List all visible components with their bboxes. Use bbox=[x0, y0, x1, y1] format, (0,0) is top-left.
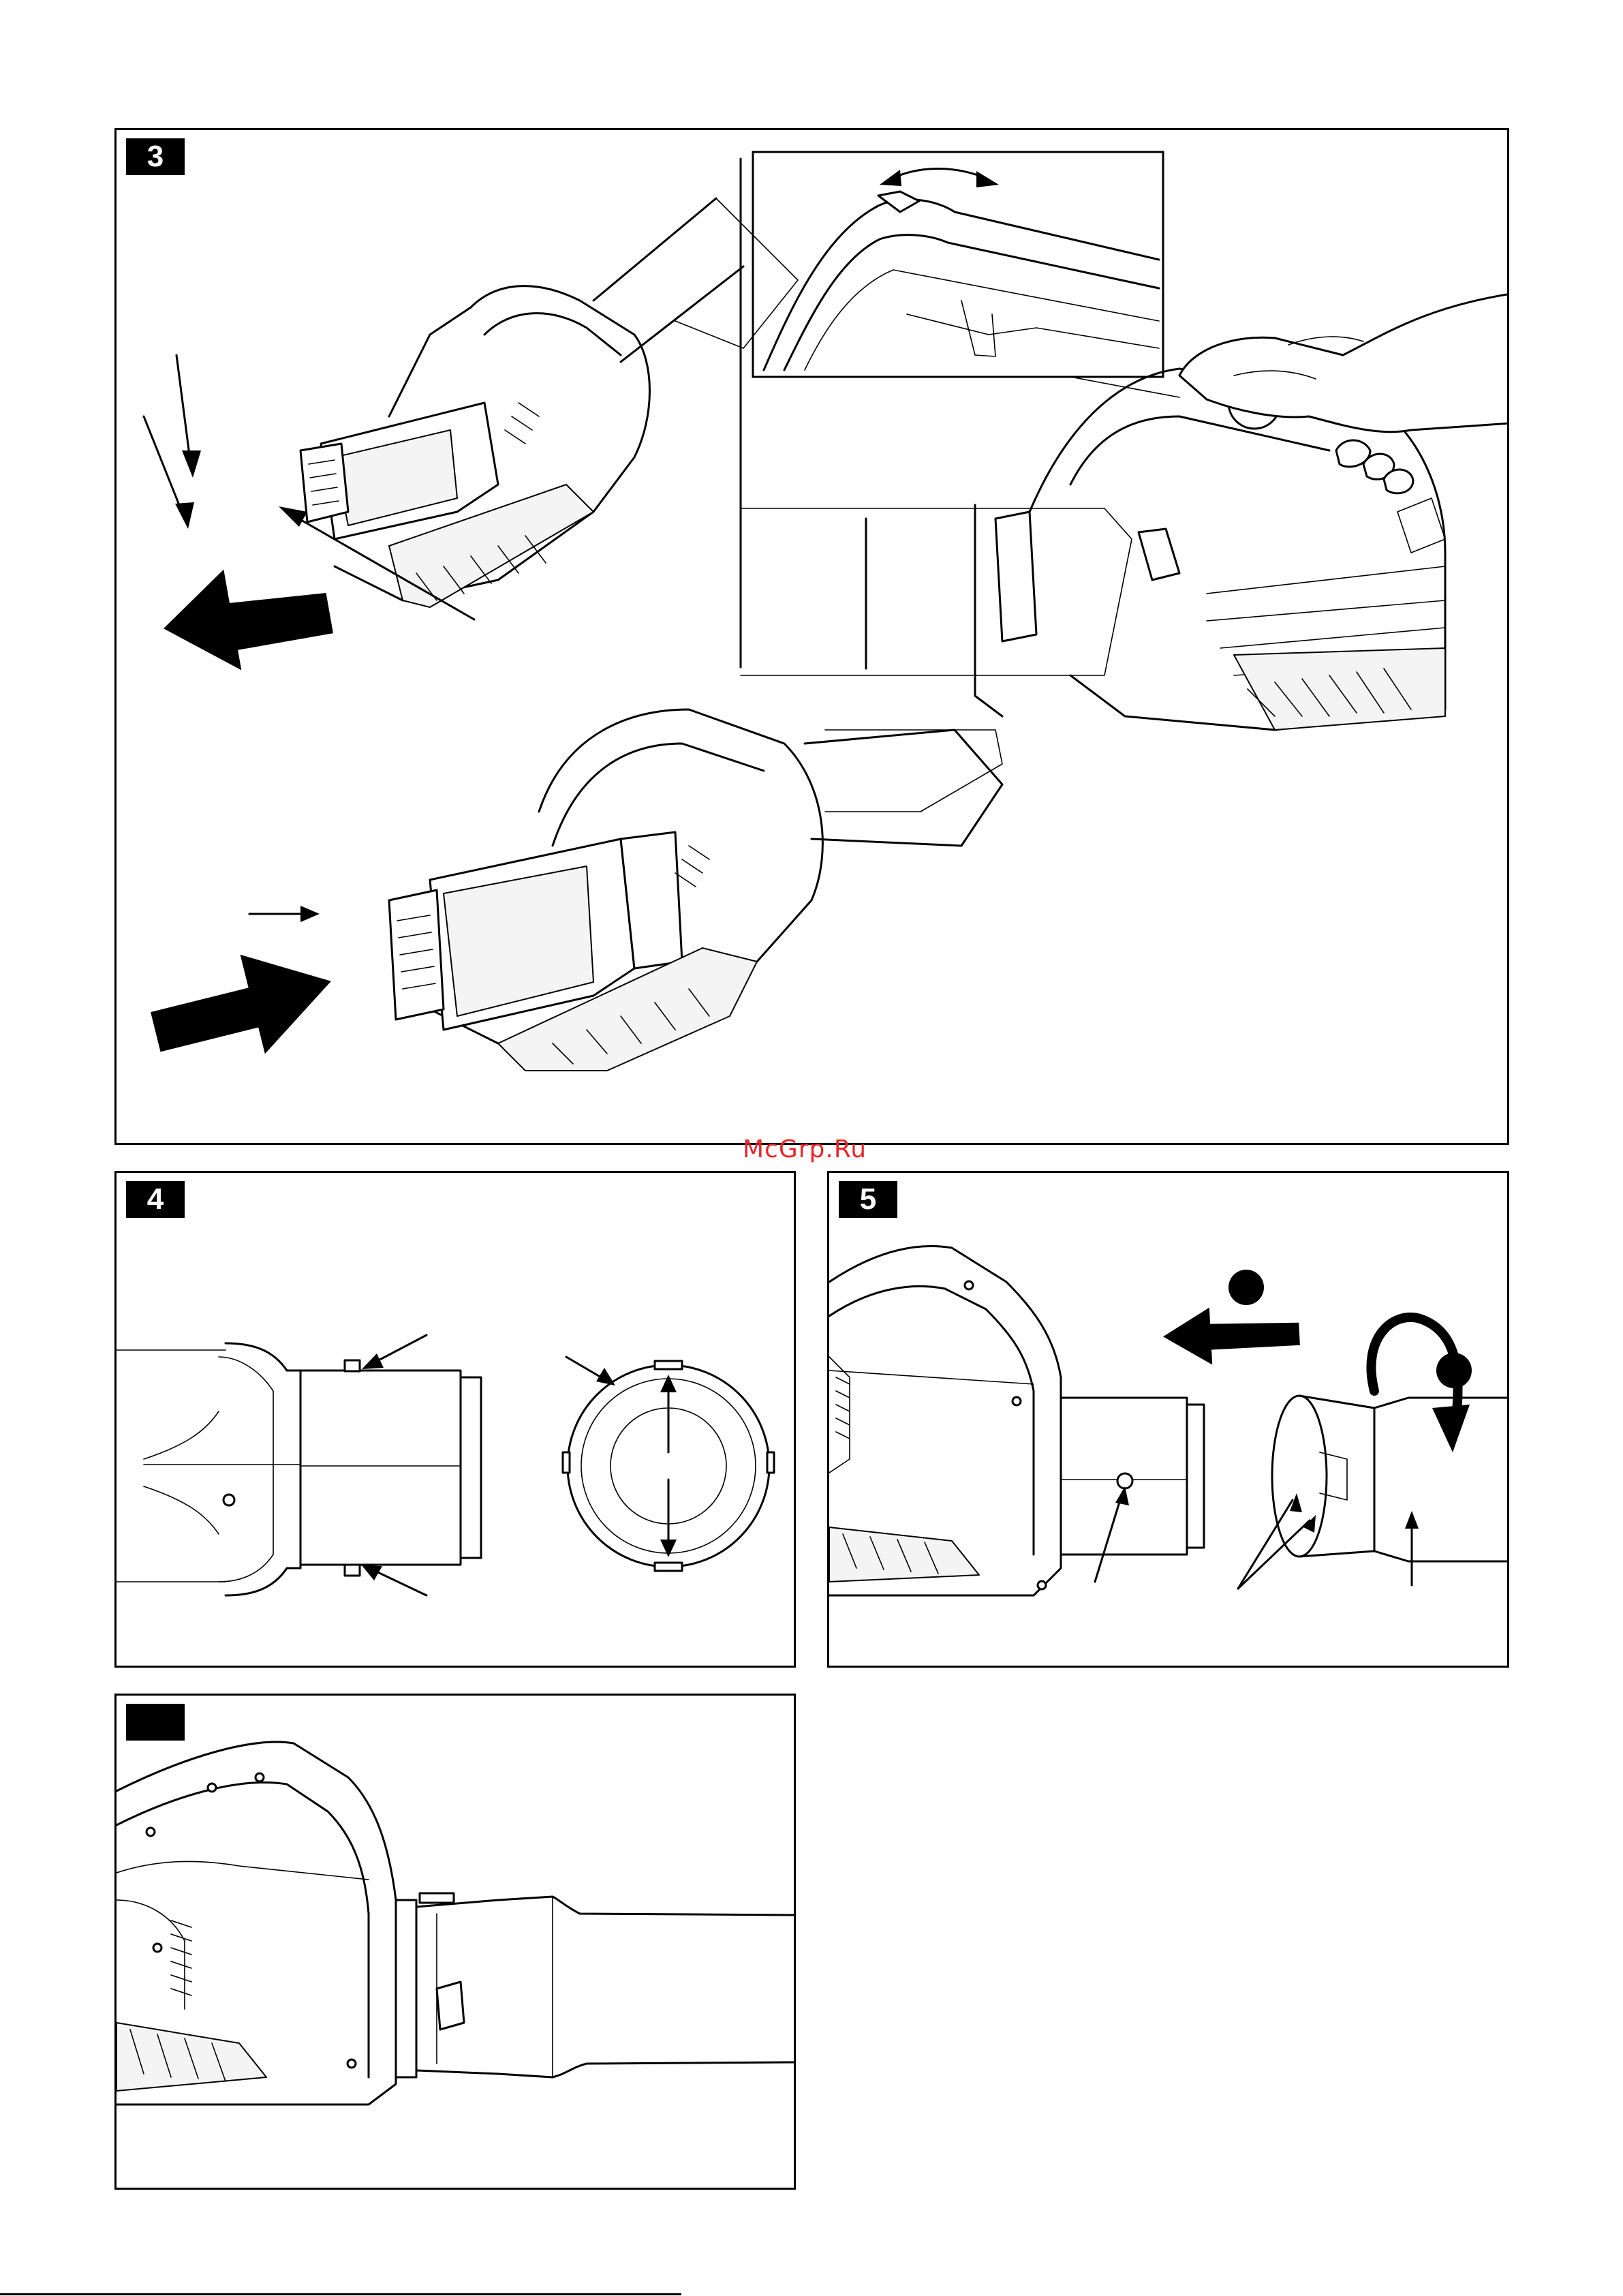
blower-tube-icon bbox=[1272, 1396, 1509, 1561]
outlet-front-view bbox=[563, 1357, 774, 1571]
figure-5-panel: 5 bbox=[827, 1171, 1509, 1668]
alignment-mark bbox=[1117, 1473, 1132, 1488]
blower-battery-insertion-illustration bbox=[142, 709, 1002, 1078]
blower-assembled-illustration bbox=[117, 1742, 796, 2104]
figure-3-panel: 3 bbox=[114, 128, 1509, 1145]
figure-4-panel: 4 bbox=[114, 1171, 796, 1668]
blower-body-icon bbox=[829, 1246, 1061, 1595]
figure-6-panel bbox=[114, 1694, 796, 2190]
rotate-arrow-icon bbox=[1371, 1317, 1470, 1452]
handle-detail-inset bbox=[753, 152, 1163, 377]
watermark: McGrp.Ru bbox=[743, 1135, 867, 1163]
arrow-icon bbox=[155, 553, 337, 682]
blower-outlet-side-view bbox=[117, 1335, 481, 1595]
figure-4-illustration bbox=[117, 1173, 796, 1668]
arrow-icon bbox=[142, 935, 344, 1078]
blower-battery-removal-illustration bbox=[144, 198, 798, 682]
hand-icon bbox=[1179, 294, 1509, 493]
figure-6-illustration bbox=[117, 1696, 796, 2190]
arrow-icon bbox=[1162, 1303, 1301, 1367]
footer-rule bbox=[0, 2293, 681, 2295]
figure-3-illustration bbox=[117, 130, 1509, 1145]
step-dot-icon bbox=[1228, 1270, 1264, 1305]
figure-5-illustration bbox=[829, 1173, 1509, 1668]
